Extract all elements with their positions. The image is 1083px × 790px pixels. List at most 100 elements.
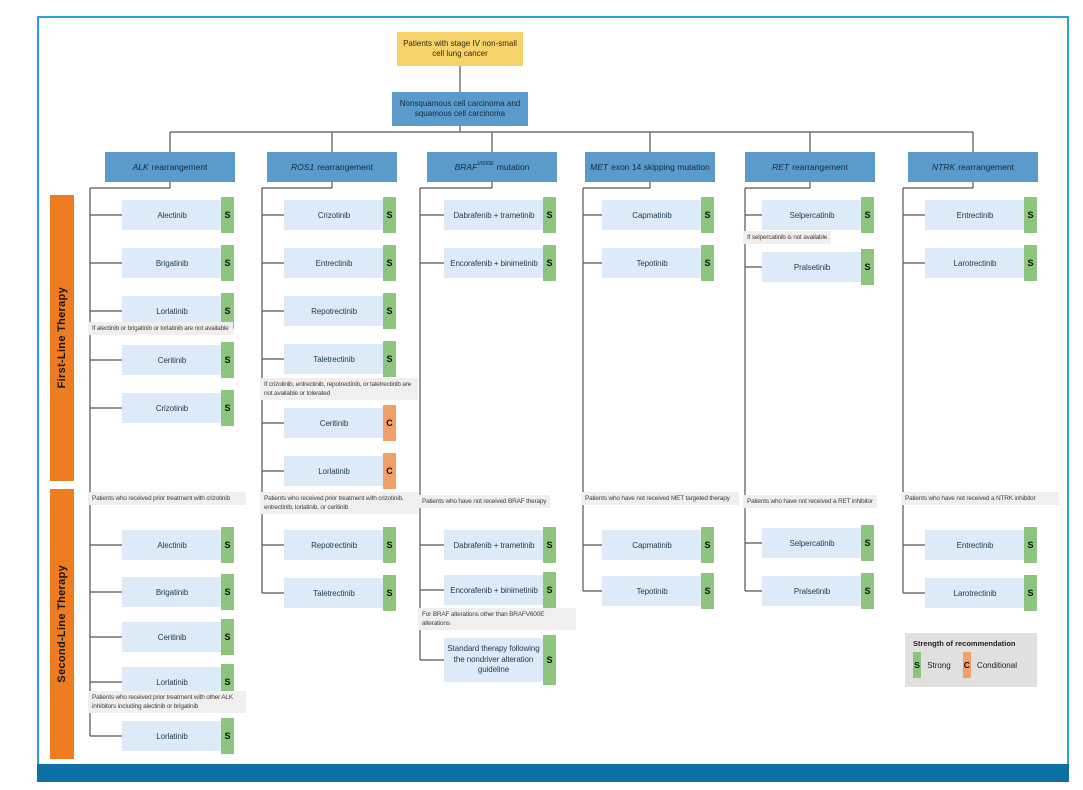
legend-label: Conditional xyxy=(976,660,1017,670)
drug-box-pralsetinib: Pralsetinib S xyxy=(762,249,874,285)
drug-box-alectinib: Alectinib S xyxy=(122,197,234,233)
drug-label: Lorlatinib xyxy=(156,731,188,741)
strength-tag: S xyxy=(861,525,874,561)
strength-tag: S xyxy=(543,245,556,281)
header-text: rearrangement xyxy=(151,162,208,172)
strength-tag: S xyxy=(701,527,714,563)
root-node-label: Patients with stage IV non-small cell lu… xyxy=(403,38,517,58)
strength-tag: S xyxy=(221,527,234,563)
strength-tag: S xyxy=(221,245,234,281)
condition-note: If selpercatinib is not available xyxy=(743,231,832,245)
header-text: rearrangement xyxy=(958,162,1014,172)
gene-name: ALK xyxy=(132,162,149,172)
drug-label: Pralsetinib xyxy=(793,586,831,596)
strength-tag: C xyxy=(383,405,396,441)
drug-box-standard-therapy-following-the-nondriver-alteration-guideline: Standard therapy following the nondriver… xyxy=(444,635,556,685)
drug-box-selpercatinib: Selpercatinib S xyxy=(762,197,874,233)
drug-box-dabrafenib-trametinib: Dabrafenib + trametinib S xyxy=(444,197,556,233)
bottom-bar xyxy=(37,764,1069,782)
drug-box-capmatinib: Capmatinib S xyxy=(602,197,714,233)
histology-node-label: Nonsquamous cell carcinoma and squamous … xyxy=(399,98,521,118)
drug-label: Dabrafenib + trametinib xyxy=(453,540,535,550)
drug-label: Entrectinib xyxy=(956,540,994,550)
drug-label: Lorlatinib xyxy=(156,306,188,316)
strength-tag: S xyxy=(383,341,396,377)
drug-label: Encorafenib + binimetinib xyxy=(450,585,538,595)
drug-label: Entrectinib xyxy=(315,258,353,268)
drug-label: Lorlatinib xyxy=(318,466,350,476)
drug-label: Taletrectinib xyxy=(313,588,355,598)
drug-label: Ceritinib xyxy=(157,632,187,642)
condition-note: If crizotinib, entrectinib, repotrectini… xyxy=(260,378,418,401)
strength-tag: S xyxy=(701,197,714,233)
drug-label: Selpercatinib xyxy=(789,538,835,548)
drug-label: Larotrectinib xyxy=(953,588,997,598)
legend-swatch-conditional: C xyxy=(962,652,971,678)
strength-tag: S xyxy=(1024,527,1037,563)
drug-label: Crizotinib xyxy=(317,210,351,220)
drug-label: Selpercatinib xyxy=(789,210,835,220)
strength-tag: S xyxy=(701,573,714,609)
histology-node: Nonsquamous cell carcinoma and squamous … xyxy=(392,92,528,126)
drug-label: Lorlatinib xyxy=(156,677,188,687)
first-line-therapy-label: First-Line Therapy xyxy=(56,287,68,389)
drug-box-selpercatinib: Selpercatinib S xyxy=(762,525,874,561)
strength-tag: S xyxy=(221,390,234,426)
condition-note: Patients who have not received a RET inh… xyxy=(743,495,877,509)
drug-label: Crizotinib xyxy=(155,403,189,413)
first-line-therapy-bar: First-Line Therapy xyxy=(50,195,74,481)
drug-label: Dabrafenib + trametinib xyxy=(453,210,535,220)
condition-note: Patients who have not received MET targe… xyxy=(581,492,739,506)
strength-tag: S xyxy=(221,718,234,754)
condition-note: Patients who received prior treatment wi… xyxy=(88,492,246,506)
gene-name: RET xyxy=(772,162,790,172)
strength-tag: S xyxy=(221,197,234,233)
drug-label: Capmatinib xyxy=(632,210,672,220)
gene-name: ROS1 xyxy=(291,162,315,172)
strength-tag: S xyxy=(861,573,874,609)
strength-tag: S xyxy=(543,197,556,233)
drug-label: Encorafenib + binimetinib xyxy=(450,258,538,268)
gene-name: MET xyxy=(590,162,609,172)
drug-box-lorlatinib: Lorlatinib S xyxy=(122,718,234,754)
strength-tag: S xyxy=(861,197,874,233)
drug-label: Pralsetinib xyxy=(793,262,831,272)
drug-box-crizotinib: Crizotinib S xyxy=(122,390,234,426)
drug-label: Alectinib xyxy=(157,540,187,550)
page-border xyxy=(37,16,1069,765)
root-node: Patients with stage IV non-small cell lu… xyxy=(397,32,523,66)
second-line-therapy-bar: Second-Line Therapy xyxy=(50,489,74,759)
strength-tag: S xyxy=(701,245,714,281)
strength-tag: S xyxy=(383,293,396,329)
strength-tag: S xyxy=(221,342,234,378)
condition-note: Patients who have not received a NTRK in… xyxy=(901,492,1059,506)
drug-label: Alectinib xyxy=(157,210,187,220)
second-line-therapy-label: Second-Line Therapy xyxy=(56,565,68,683)
strength-tag: S xyxy=(861,249,874,285)
strength-tag: S xyxy=(383,527,396,563)
strength-tag: S xyxy=(1024,197,1037,233)
legend-title: Strength of recommendation xyxy=(913,639,1016,648)
legend-swatch-strong: S xyxy=(913,652,922,678)
drug-label: Repotrectinib xyxy=(311,540,357,550)
